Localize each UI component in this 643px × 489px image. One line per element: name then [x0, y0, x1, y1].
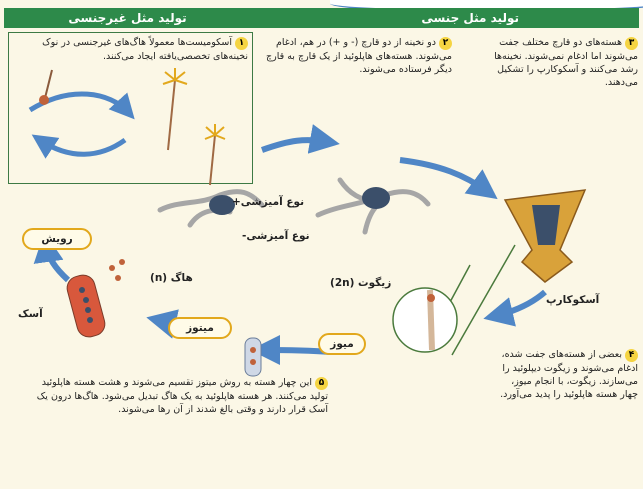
arrow-step2: [262, 140, 328, 150]
step5-desc: این چهار هسته به روش میتوز تقسیم می‌شوند…: [37, 377, 328, 415]
step3-desc: هسته‌های دو قارچ مختلف جفت می‌شوند اما ا…: [494, 37, 638, 88]
step2-text: ۲دو نخینه از دو قارچ (- و +) در هم، ادغا…: [264, 36, 452, 76]
step3-text: ۳هسته‌های دو قارچ مختلف جفت می‌شوند اما …: [478, 36, 638, 89]
pill-growth: رویش: [22, 228, 92, 250]
step2-badge: ۲: [439, 37, 452, 50]
arrow-step4: [495, 292, 545, 316]
label-mating-minus: نوع آمیزشی-: [242, 230, 310, 242]
step5-text: ۵این چهار هسته به روش میتوز تقسیم می‌شون…: [28, 376, 328, 416]
label-zygote: زیگوت (2n): [330, 277, 391, 289]
label-ascus: آسک: [18, 308, 43, 320]
step1-badge: ۱: [235, 37, 248, 50]
step5-badge: ۵: [315, 377, 328, 390]
pill-mitosis: میتوز: [168, 317, 232, 339]
asexual-arrow-bottom: [40, 140, 125, 154]
step4-desc: بعضی از هسته‌های جفت شده، ادغام می‌شوند …: [500, 349, 638, 400]
step2-desc: دو نخینه از دو قارچ (- و +) در هم، ادغام…: [266, 37, 452, 75]
pill-meiosis: میوز: [318, 333, 366, 355]
label-ascocarp: آسکوکارپ: [546, 294, 599, 306]
label-mating-plus: نوع آمیزشی+: [232, 196, 304, 208]
step1-desc: آسکومیست‌ها معمولاً هاگ‌های غیرجنسی در ن…: [42, 37, 248, 62]
step4-badge: ۴: [625, 349, 638, 362]
step1-text: ۱آسکومیست‌ها معمولاً هاگ‌های غیرجنسی در …: [20, 36, 248, 63]
step3-badge: ۳: [625, 37, 638, 50]
arrow-step3: [400, 160, 488, 192]
step4-text: ۴بعضی از هسته‌های جفت شده، ادغام می‌شوند…: [500, 348, 638, 401]
label-spore: هاگ (n): [150, 272, 193, 284]
